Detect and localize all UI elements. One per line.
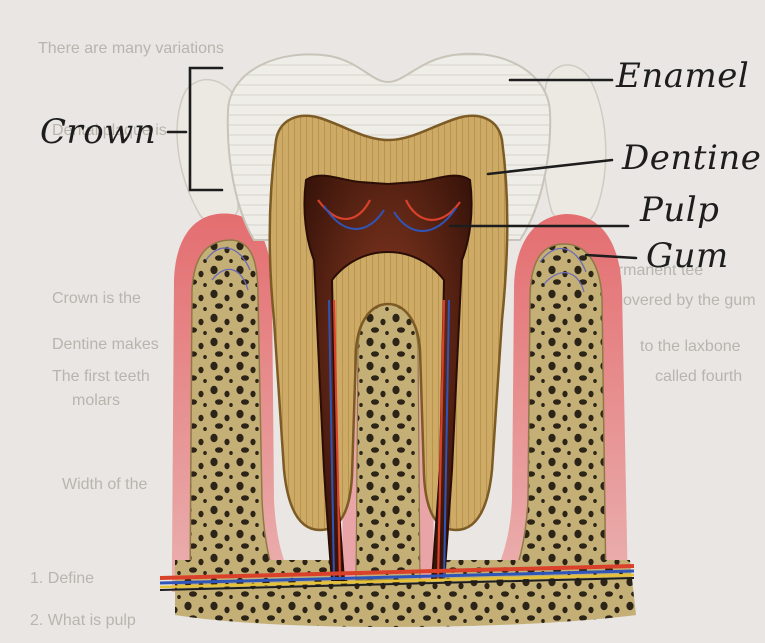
gum-label: Gum	[646, 236, 729, 276]
pulp-label: Pulp	[640, 190, 719, 230]
crown-label: Crown	[40, 112, 156, 152]
inter-root-bone-inner	[356, 304, 420, 580]
enamel-label: Enamel	[616, 56, 749, 96]
dentine-label: Dentine	[622, 138, 761, 178]
right-neighbour-tooth	[542, 65, 605, 226]
